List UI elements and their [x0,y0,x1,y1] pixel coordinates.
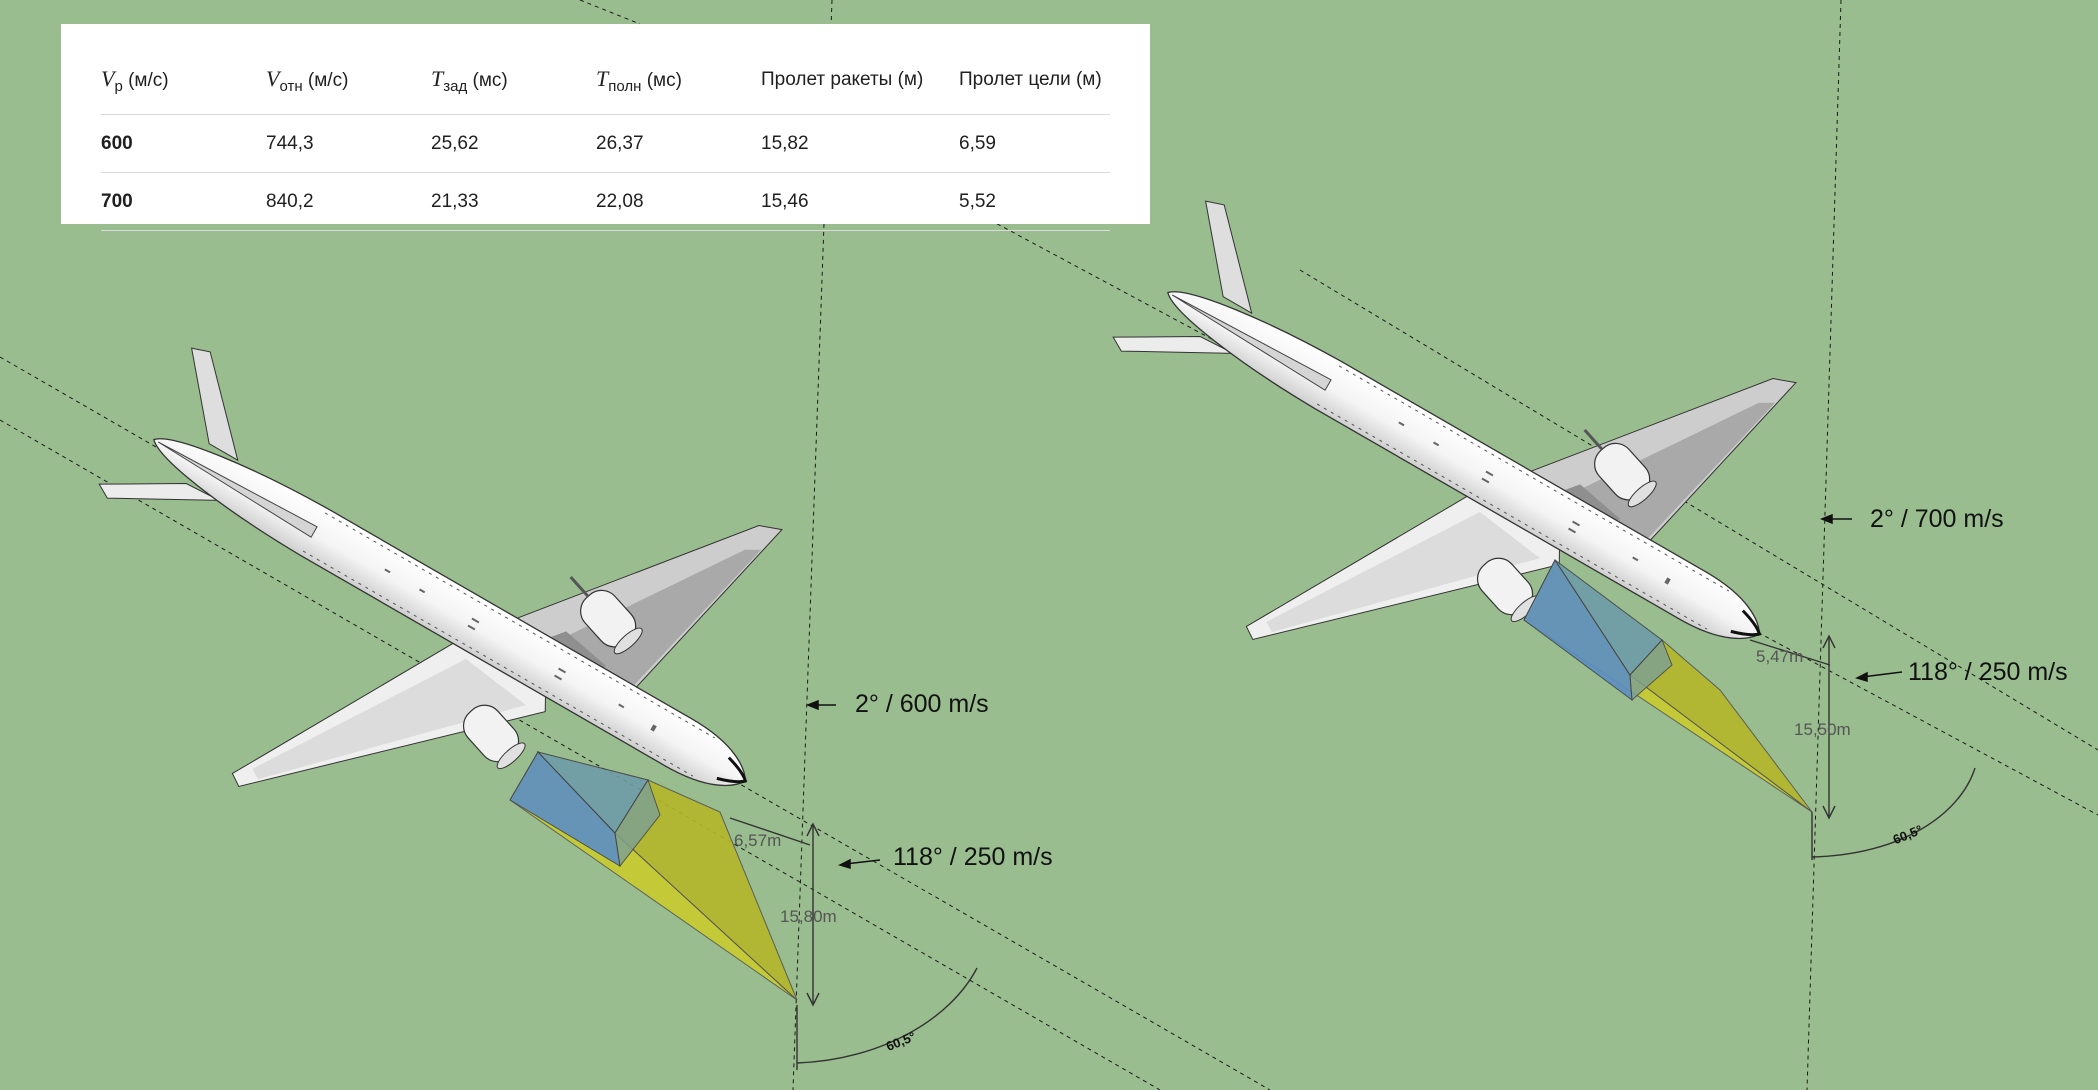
left-scene: 6,57m 15,80m 60,5° [0,0,1271,1090]
right-aircraft-label: 118° / 250 m/s [1908,658,2068,686]
table-cell: 6,59 [959,114,1110,173]
results-table-card: Vр (м/с) Vотн (м/с) Tзад (мс) Tполн (мс)… [61,24,1150,231]
table-cell: 22,08 [596,172,761,231]
results-table: Vр (м/с) Vотн (м/с) Tзад (мс) Tполн (мс)… [101,46,1110,231]
table-cell: 700 [101,172,266,231]
table-cell: 840,2 [266,172,431,231]
header-total-time: Tполн (мс) [596,46,761,115]
table-cell: 5,52 [959,172,1110,231]
right-fragment-cone [1523,559,1813,813]
table-cell: 25,62 [431,114,596,173]
table-cell: 15,46 [761,172,959,231]
table-cell: 600 [101,114,266,173]
header-target-travel: Пролет цели (м) [959,46,1110,115]
right-missile-label: 2° / 700 m/s [1870,505,2004,533]
table-row: 700 840,2 21,33 22,08 15,46 5,52 [101,172,1110,231]
table-cell: 744,3 [266,114,431,173]
table-row: 600 744,3 25,62 26,37 15,82 6,59 [101,114,1110,173]
right-dimensions [1749,634,1976,860]
left-dimensions [729,817,978,1070]
left-angle: 60,5° [884,1029,918,1054]
left-dim-target: 6,57m [734,831,781,850]
header-missile-travel: Пролет ракеты (м) [761,46,959,115]
table-cell: 26,37 [596,114,761,173]
left-missile-label: 2° / 600 m/s [855,690,989,718]
right-dim-target: 5,47m [1756,647,1803,666]
left-fragment-cone [509,751,798,1001]
left-dim-missile: 15,80m [780,907,837,926]
left-aircraft-label: 118° / 250 m/s [893,843,1053,871]
right-scene: 5,47m 15,50m 60,5° [989,0,2098,1090]
header-delay-time: Tзад (мс) [431,46,596,115]
table-cell: 21,33 [431,172,596,231]
header-missile-speed: Vр (м/с) [101,46,266,115]
table-cell: 15,82 [761,114,959,173]
header-relative-speed: Vотн (м/с) [266,46,431,115]
right-dim-missile: 15,50m [1794,720,1851,739]
right-angle: 60,5° [1891,822,1925,847]
table-header-row: Vр (м/с) Vотн (м/с) Tзад (мс) Tполн (мс)… [101,46,1110,115]
